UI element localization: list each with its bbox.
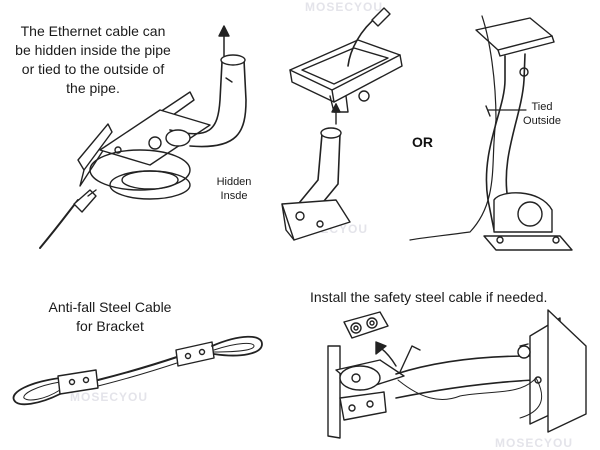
watermark-bottom-right: MOSECYOU <box>495 436 574 450</box>
anti-fall-line1: Anti-fall Steel Cable <box>48 299 172 315</box>
safety-cable-note: Install the safety steel cable if needed… <box>310 289 548 305</box>
tied-outside-label: Tied Outside <box>514 100 570 128</box>
anti-fall-caption: Anti-fall Steel Cable for Bracket <box>20 298 200 336</box>
anti-fall-line2: for Bracket <box>76 318 144 334</box>
ethernet-note: The Ethernet cable can be hidden inside … <box>8 22 178 98</box>
watermark-bottom-left: MOSECYOU <box>70 390 149 404</box>
ethernet-note-line2: be hidden inside the pipe <box>15 42 171 58</box>
ethernet-note-line4: the pipe. <box>66 80 120 96</box>
or-separator: OR <box>412 134 433 150</box>
pole-tied-outside-illustration <box>409 15 573 251</box>
tied-line1: Tied <box>531 101 553 113</box>
bracket-hidden-cable-illustration <box>39 25 247 249</box>
ethernet-note-line1: The Ethernet cable can <box>20 23 166 39</box>
hidden-inside-label: Hidden Insde <box>208 175 260 203</box>
wall-bracket-safety-cable-illustration <box>327 309 587 439</box>
hidden-line2: Insde <box>220 190 248 202</box>
watermark-top: MOSECYOU <box>305 0 384 14</box>
tied-line2: Outside <box>523 115 561 127</box>
hidden-line1: Hidden <box>216 176 252 188</box>
anti-fall-cable-illustration <box>12 335 263 406</box>
bracket-camera-mount-illustration <box>281 7 403 241</box>
ethernet-note-line3: or tied to the outside of <box>21 61 165 77</box>
